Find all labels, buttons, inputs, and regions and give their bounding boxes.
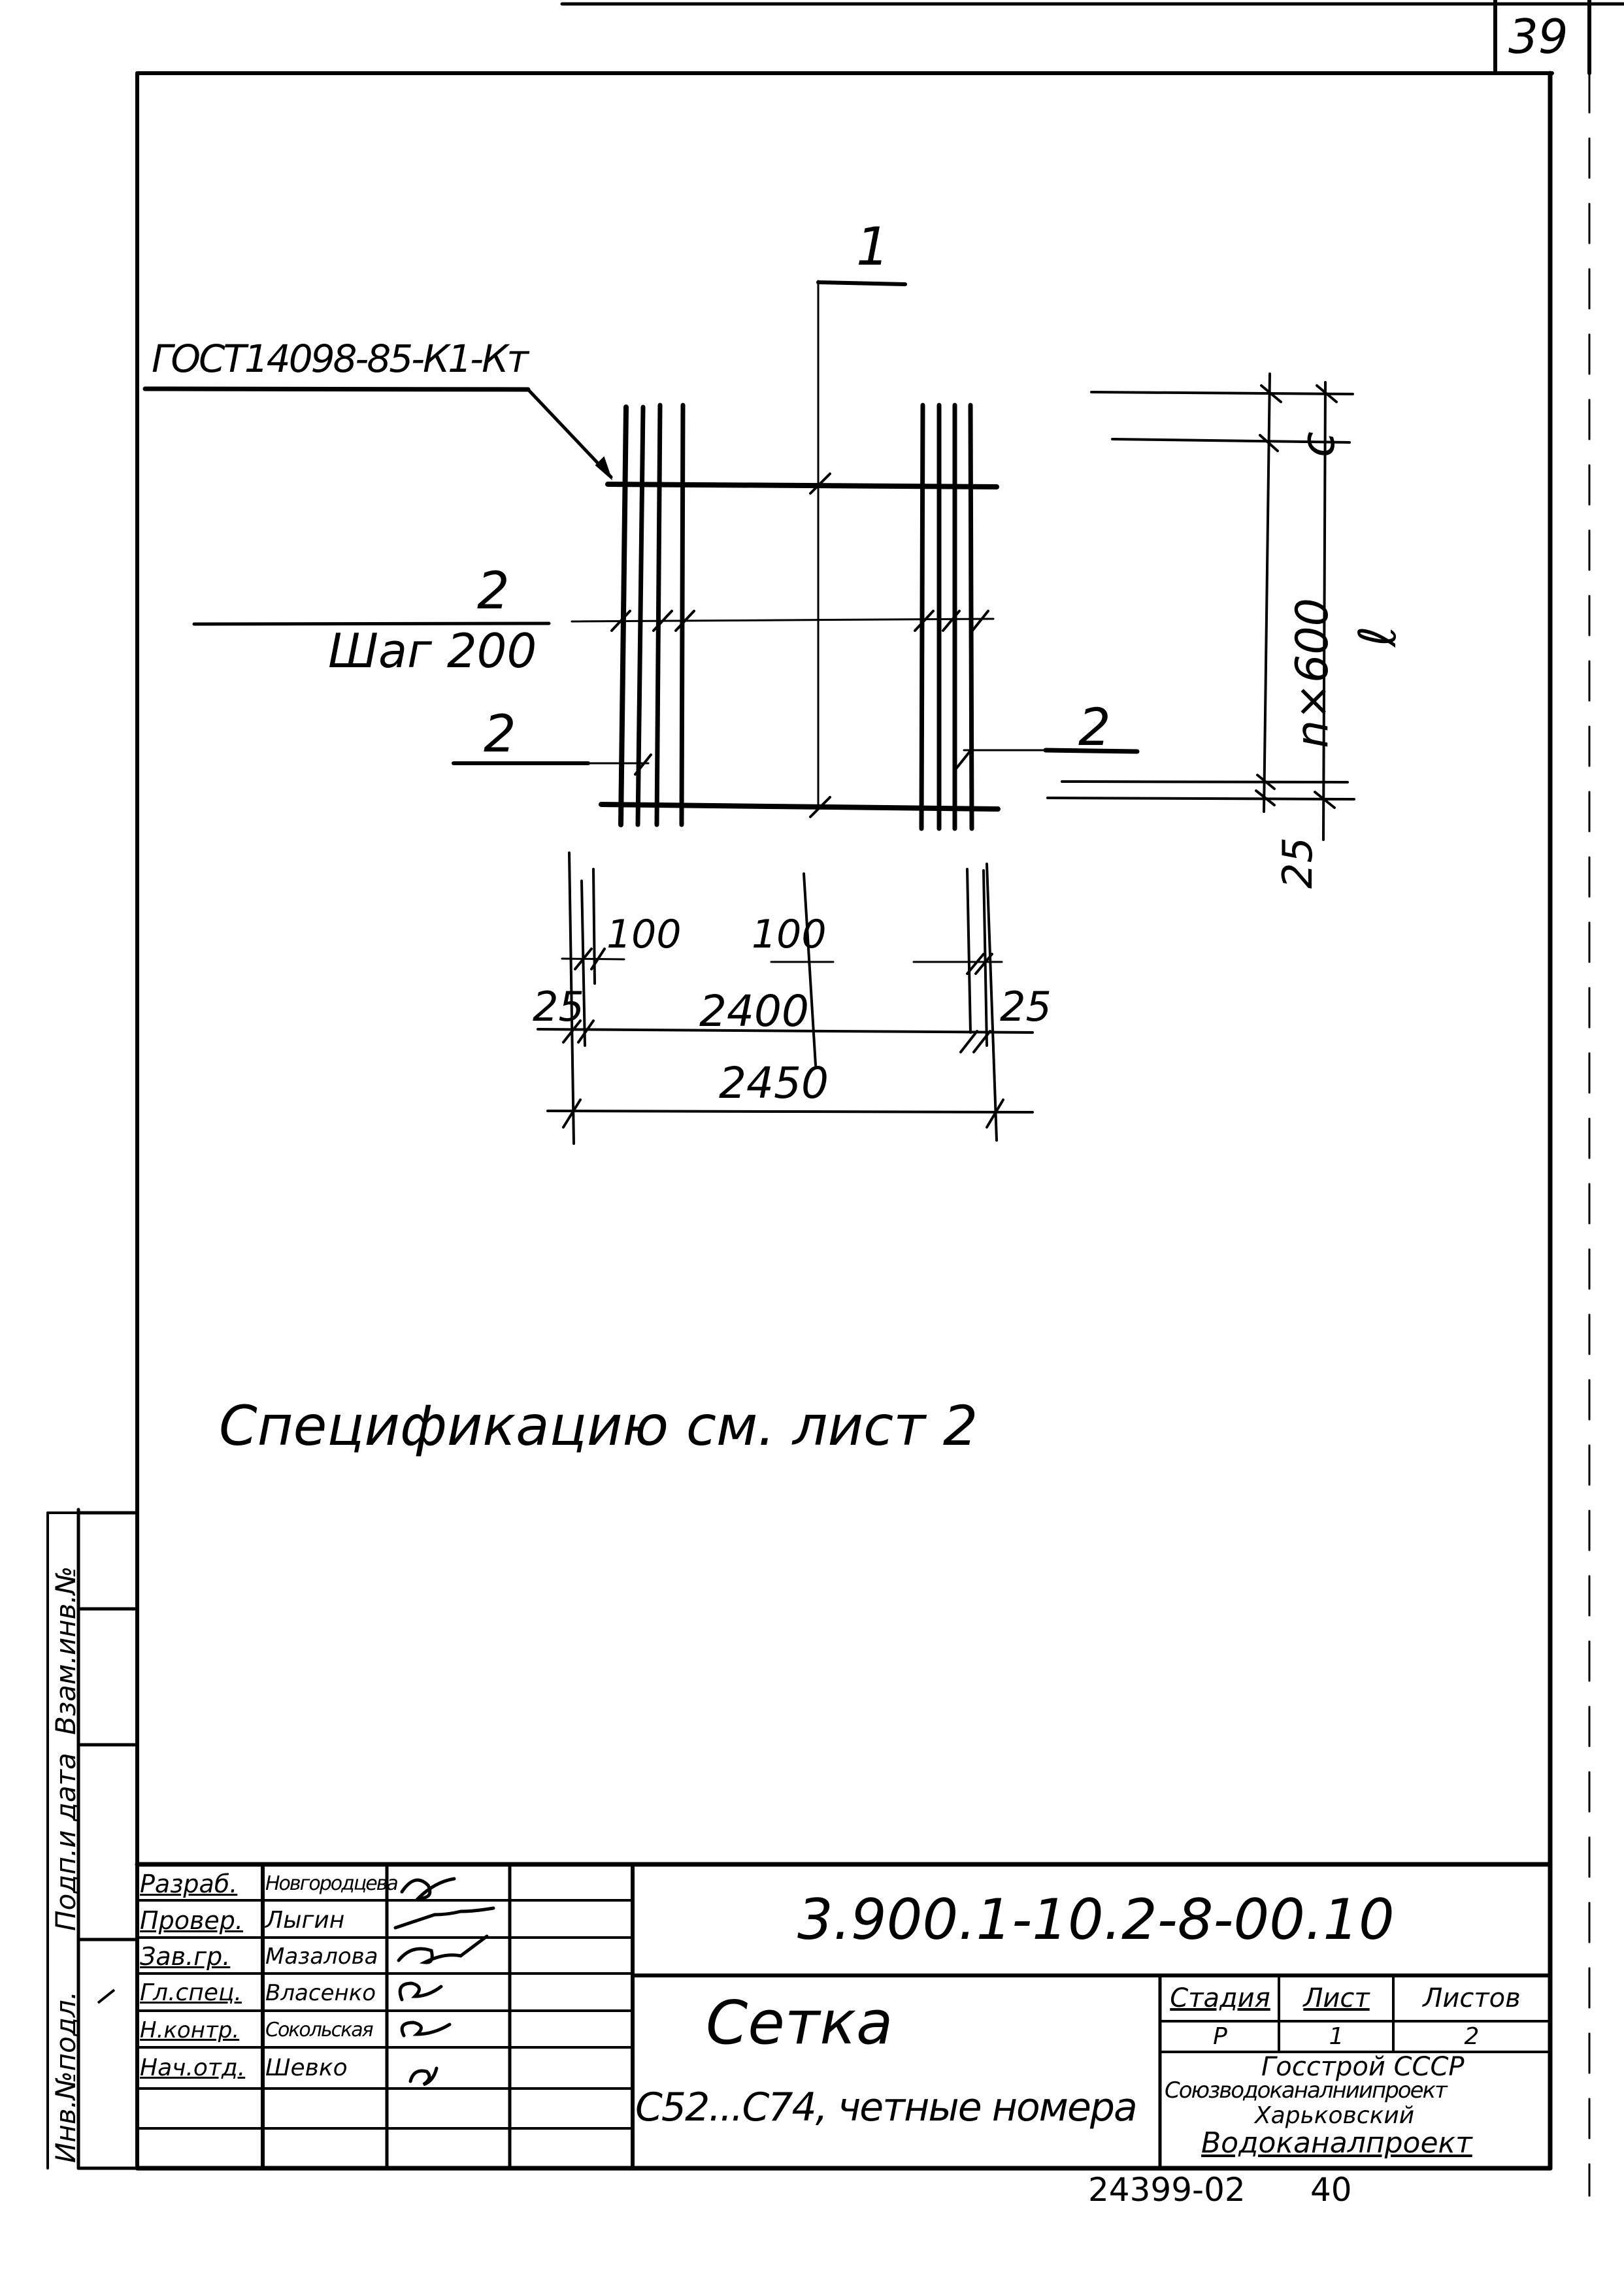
role-cell: Провер. [140,1906,243,1935]
role-cell: Разраб. [140,1870,238,1898]
sheet-number-corner: 39 [1508,9,1568,64]
position-2-top-label: 2 [477,562,510,621]
step-label: Шаг 200 [328,623,537,678]
position-2-left-label: 2 [484,705,516,764]
archive-number: 24399-02 [1088,2171,1246,2209]
stage-header: Стадия [1170,1983,1270,2013]
dim-100-right: 100 [752,912,827,957]
archive-page: 40 [1310,2171,1352,2209]
dim-25-right: 25 [1274,837,1321,889]
signature-4 [398,1981,443,2002]
signature-6 [408,2066,439,2087]
position-2-right-label: 2 [1078,699,1111,757]
name-cell: Лыгин [265,1907,345,1934]
signature-3 [397,1934,489,1964]
sheets-header: Листов [1423,1983,1521,2013]
document-designation: 3.900.1-10.2-8-00.10 [797,1887,1395,1953]
dim-l: ℓ [1349,625,1408,647]
name-cell: Сокольская [265,2018,374,2041]
name-cell: Власенко [265,1980,376,2006]
side-stamp-replacing-inv: Взам.инв.№ [50,1566,82,1735]
org-line-1: Госстрой СССР [1261,2052,1465,2082]
dim-100-left: 100 [606,912,682,957]
dim-25-right-bottom: 25 [1000,983,1052,1031]
dim-n600: n×600 [1287,598,1338,748]
signature-1 [400,1877,456,1900]
signature-5 [400,2021,452,2038]
sheet-value: 1 [1329,2023,1344,2050]
name-cell: Мазалова [265,1943,378,1970]
org-line-2: Союзводоканалниипроект [1165,2077,1448,2104]
sheet-header: Лист [1303,1983,1370,2013]
side-stamp-signature-date: Подп.и дата [50,1753,82,1931]
sheets-value: 2 [1464,2023,1480,2050]
dim-2450: 2450 [719,1058,829,1108]
role-cell: Н.контр. [140,2017,240,2043]
role-cell: Зав.гр. [140,1942,231,1971]
item-name: Сетка [706,1988,893,2058]
specification-note: Спецификацию см. лист 2 [219,1394,978,1458]
role-cell: Гл.спец. [140,1979,242,2006]
dim-2400: 2400 [699,986,809,1036]
org-line-3: Харьковский [1255,2102,1415,2129]
dim-25-left: 25 [533,983,584,1031]
gost-leader-label: ГОСТ14098-85-К1-Кт [152,337,529,381]
role-cell: Нач.отд. [140,2055,246,2081]
side-stamp-inv-number: Инв.№подл. [50,1990,82,2163]
signature-2 [393,1906,495,1930]
name-cell: Новгородцева [265,1872,399,1895]
org-line-4: Водоканалпроект [1201,2126,1472,2160]
name-cell: Шевко [265,2055,348,2081]
stage-value: Р [1213,2023,1227,2050]
position-1-label: 1 [856,216,889,277]
dim-c: c [1290,431,1345,457]
item-subtitle: С52...С74, четные номера [635,2085,1138,2130]
